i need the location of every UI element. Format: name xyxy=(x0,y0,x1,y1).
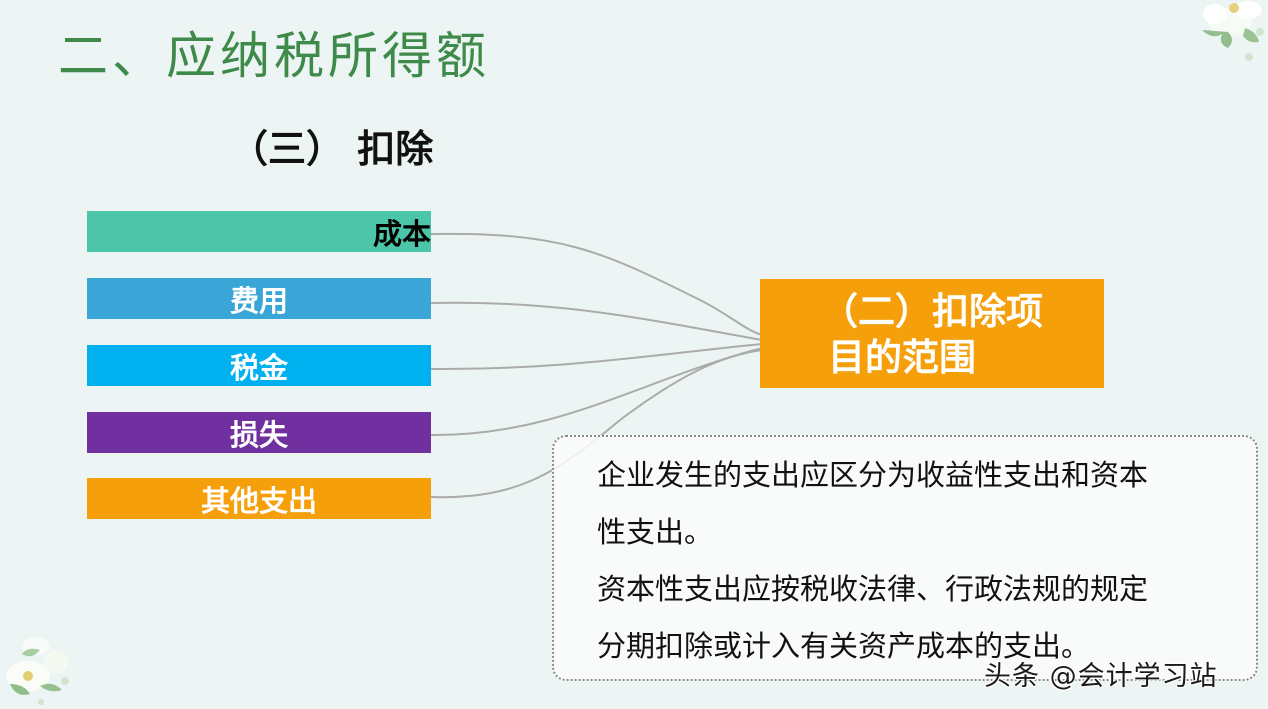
category-tax-label: 税金 xyxy=(229,350,288,385)
connector-expense xyxy=(430,301,763,341)
flower-bottom-left-icon xyxy=(6,637,69,705)
explanation-box: 企业发生的支出应区分为收益性支出和资本 性支出。 资本性支出应按税收法律、行政法… xyxy=(552,435,1258,681)
category-tax: 税金 xyxy=(87,345,431,386)
deduction-scope-line1: （二）扣除项 xyxy=(821,290,1043,333)
category-expense-label: 费用 xyxy=(229,283,288,318)
explanation-line-3: 资本性支出应按税收法律、行政法规的规定 xyxy=(597,572,1149,606)
category-other: 其他支出 xyxy=(87,478,431,519)
section-subtitle: （三） 扣除 xyxy=(230,127,434,171)
explanation-line-4: 分期扣除或计入有关资产成本的支出。 xyxy=(597,629,1091,663)
category-cost: 成本 xyxy=(87,211,431,252)
watermark: 头条 @会计学习站 xyxy=(984,661,1218,692)
category-cost-label: 成本 xyxy=(372,216,431,251)
category-other-label: 其他支出 xyxy=(200,483,317,518)
connector-tax xyxy=(430,343,763,371)
explanation-line-2: 性支出。 xyxy=(597,515,714,549)
connector-other xyxy=(430,349,763,499)
category-expense: 费用 xyxy=(87,278,431,319)
explanation-line-1: 企业发生的支出应区分为收益性支出和资本 xyxy=(597,458,1149,492)
category-loss-label: 损失 xyxy=(229,417,288,452)
connector-cost xyxy=(430,232,763,336)
slide-title: 二、应纳税所得额 xyxy=(58,27,490,85)
deduction-scope-box: （二）扣除项 目的范围 xyxy=(760,279,1104,388)
flower-top-right-icon xyxy=(1202,1,1264,61)
category-loss: 损失 xyxy=(87,412,431,453)
deduction-scope-line2: 目的范围 xyxy=(828,336,976,379)
